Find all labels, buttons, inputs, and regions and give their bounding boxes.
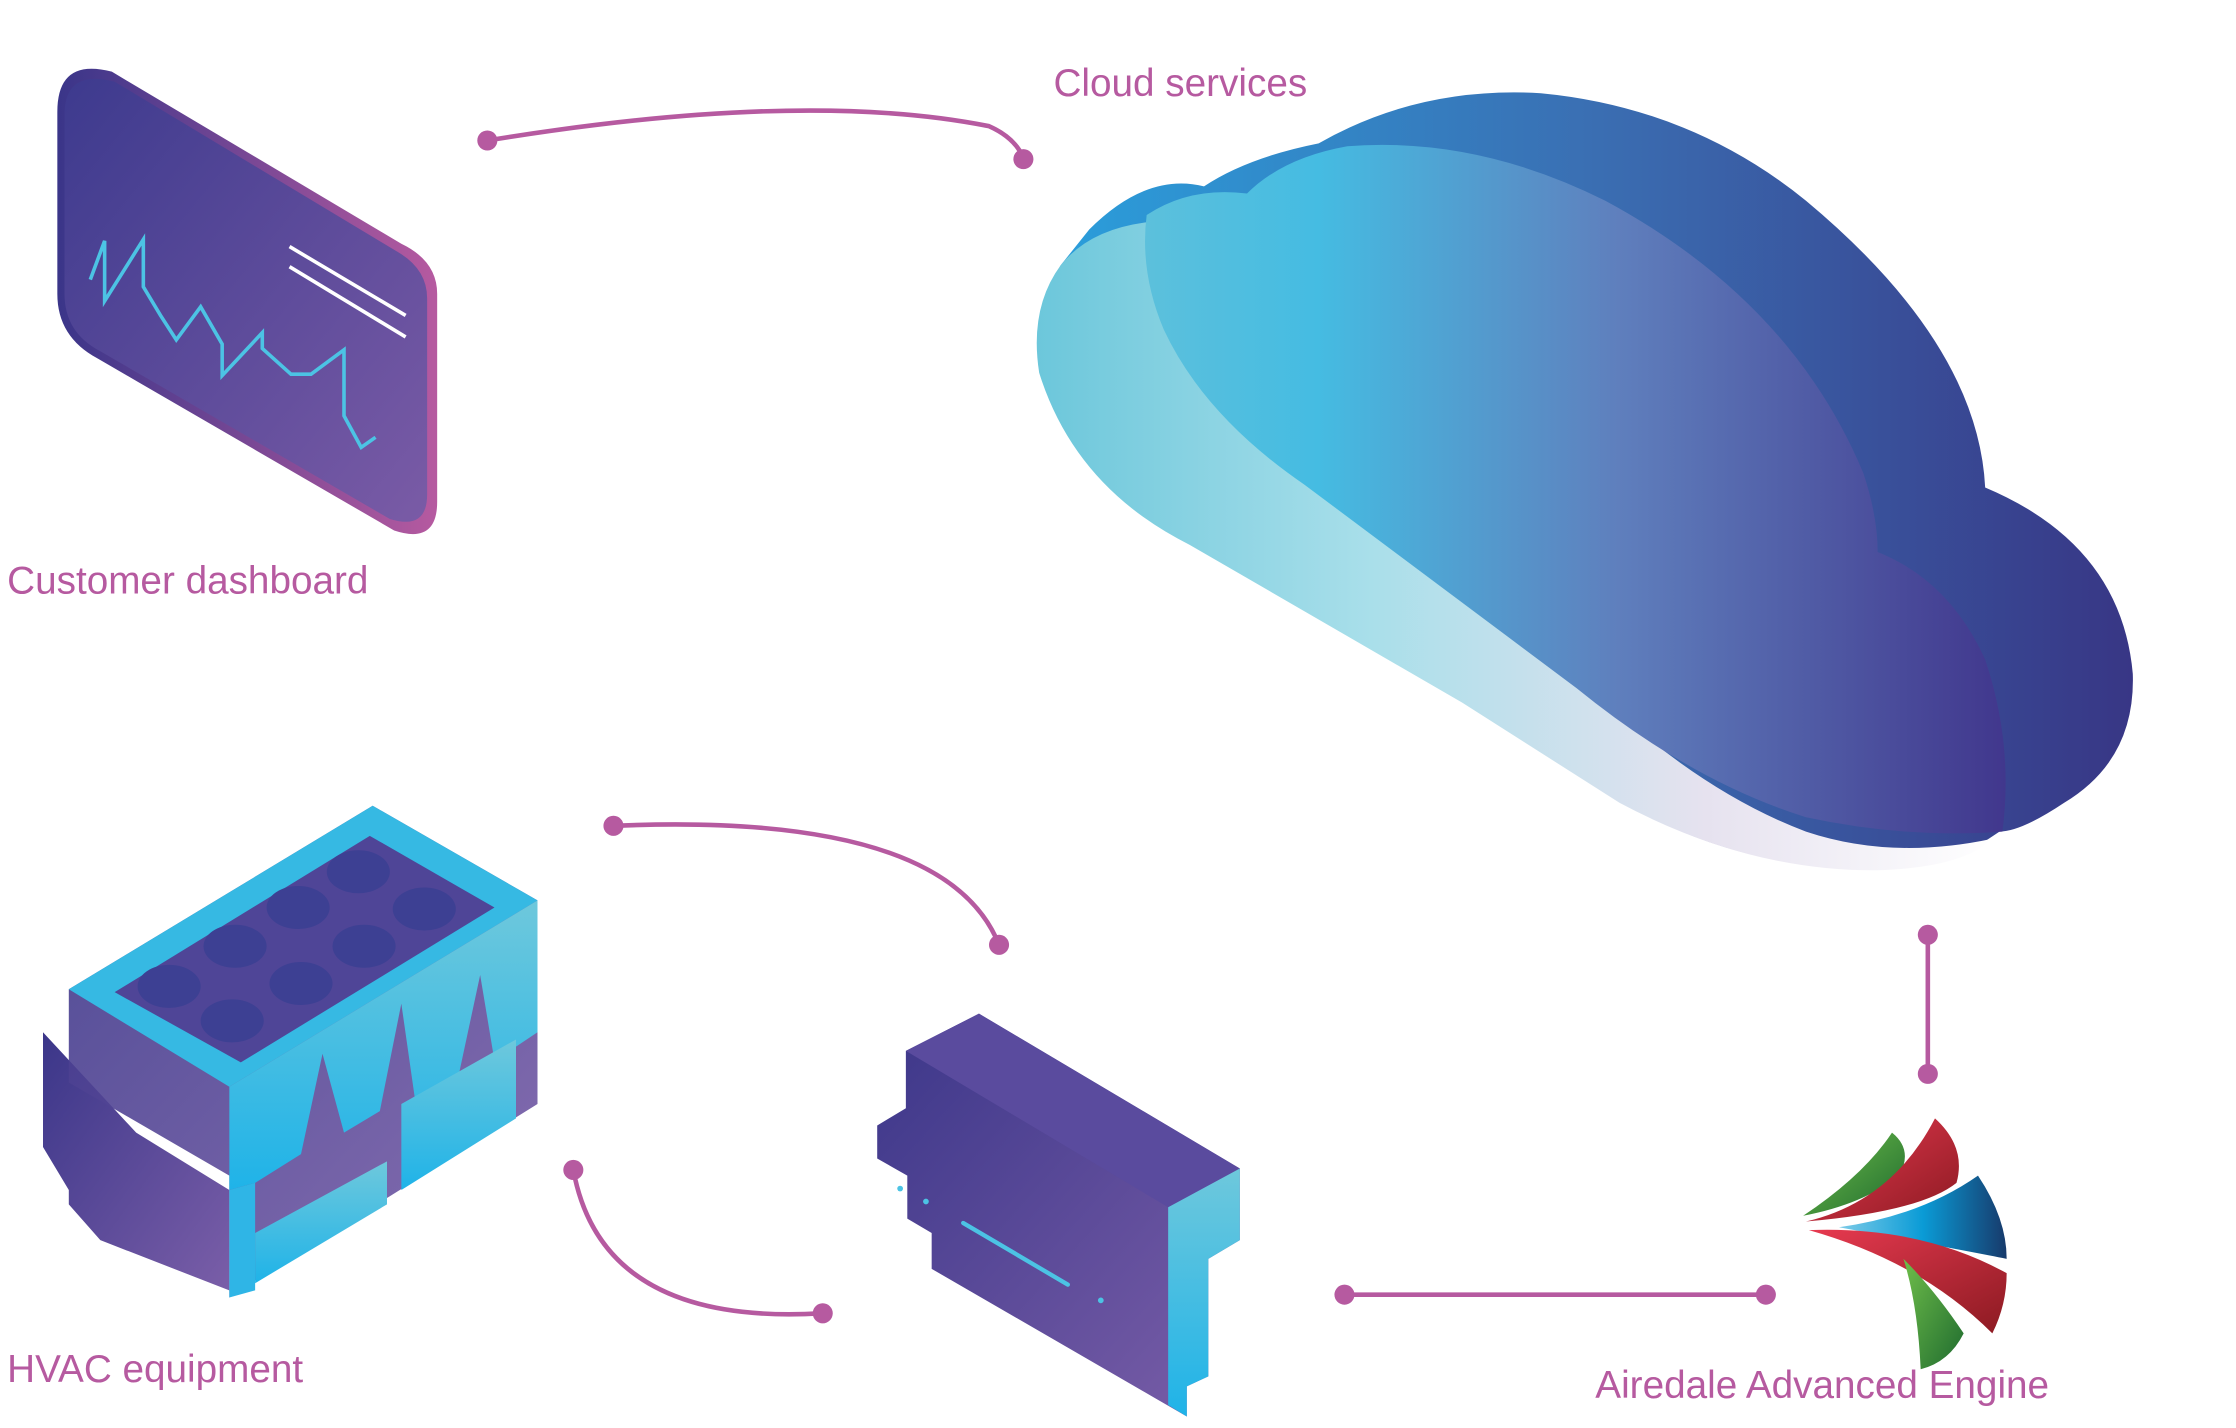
dashboard-screen-icon — [57, 68, 438, 535]
connector-endpoint — [1917, 924, 1938, 945]
connector-hvac-controller-bottom — [563, 1159, 833, 1324]
connector-endpoint — [1755, 1284, 1776, 1305]
connector-endpoint — [1013, 149, 1034, 170]
hvac-fan-grid — [137, 850, 456, 1043]
customer-dashboard-label: Customer dashboard — [7, 560, 368, 603]
cloud-services-label: Cloud services — [1054, 62, 1308, 105]
cloud-icon — [1036, 92, 2133, 871]
hvac-unit-icon — [43, 805, 538, 1298]
connector-endpoint — [563, 1159, 584, 1180]
hvac-equipment-label: HVAC equipment — [7, 1348, 303, 1391]
connector-endpoint — [603, 815, 624, 836]
connector-dashboard-cloud — [477, 108, 1034, 170]
connector-cloud-engine — [1917, 924, 1938, 1084]
controller-led-slot — [961, 1220, 1070, 1287]
connector-endpoint — [989, 934, 1010, 955]
connector-endpoint — [477, 130, 498, 151]
dashboard-chart-line — [88, 233, 377, 450]
connector-endpoint — [1917, 1063, 1938, 1084]
connector-engine-controller — [1334, 1284, 1776, 1305]
airedale-logo-icon — [1803, 1118, 2007, 1370]
dashboard-text-line — [288, 245, 407, 317]
connector-endpoint — [1334, 1284, 1355, 1305]
dashboard-text-line — [288, 265, 407, 339]
connector-endpoint — [812, 1303, 833, 1324]
controller-module-icon — [877, 1013, 1240, 1417]
connector-hvac-controller-top — [603, 815, 1010, 955]
airedale-engine-label: Airedale Advanced Engine — [1595, 1364, 2049, 1407]
